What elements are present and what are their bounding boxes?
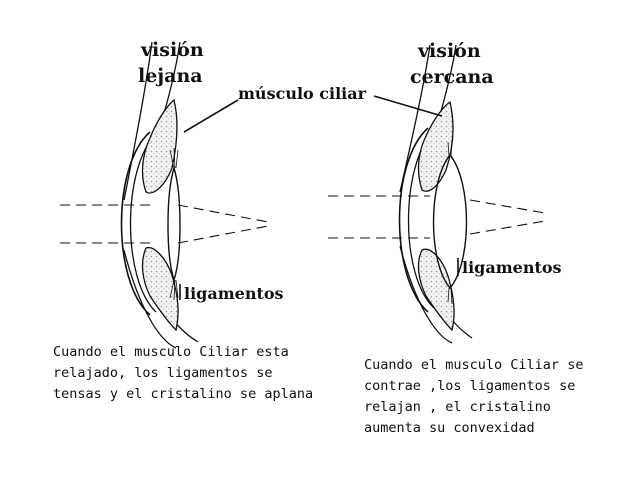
right-caption-line-4: aumenta su convexidad <box>364 420 535 436</box>
right-light-rays <box>328 195 546 239</box>
left-caption-line-1: Cuando el musculo Ciliar esta <box>53 344 289 360</box>
left-muscle-pointer <box>183 99 239 133</box>
right-title-line1: visión <box>417 40 481 62</box>
left-light-rays <box>60 204 269 244</box>
right-title-line2: cercana <box>410 66 494 88</box>
right-sclera-lower <box>399 245 453 344</box>
right-cornea <box>398 127 429 313</box>
right-caption-line-1: Cuando el musculo Ciliar se <box>364 357 584 373</box>
left-caption-line-2: relajado, los ligamentos se <box>53 365 273 381</box>
right-eye-diagram <box>328 44 546 344</box>
left-sclera-lower <box>123 249 177 349</box>
right-muscle-pointer <box>373 95 443 117</box>
right-ligaments-label: ligamentos <box>462 258 562 277</box>
right-ciliary-body-lower <box>417 248 455 332</box>
left-lens <box>167 165 181 283</box>
left-ciliary-body-lower <box>141 246 179 332</box>
right-caption-line-3: relajan , el cristalino <box>364 399 551 415</box>
left-caption-line-3: tensas y el cristalino se aplana <box>53 386 314 402</box>
left-caption: Cuando el musculo Ciliar esta relajado, … <box>53 342 313 405</box>
right-caption-line-2: contrae ,los ligamentos se <box>364 378 576 394</box>
right-caption: Cuando el musculo Ciliar se contrae ,los… <box>364 355 583 439</box>
left-ligaments <box>169 147 179 301</box>
left-title-line1: visión <box>140 39 204 61</box>
right-ciliary-body-upper <box>417 100 454 192</box>
left-title-line2: lejana <box>138 65 203 87</box>
left-eye-diagram <box>60 41 269 349</box>
muscle-label: músculo ciliar <box>238 84 367 103</box>
left-sclera-upper <box>123 41 153 201</box>
left-ligaments-label: ligamentos <box>184 284 284 303</box>
left-cornea <box>120 131 151 316</box>
right-ligaments <box>447 139 453 305</box>
left-ciliary-body-upper <box>141 98 178 194</box>
right-lens <box>432 153 468 290</box>
